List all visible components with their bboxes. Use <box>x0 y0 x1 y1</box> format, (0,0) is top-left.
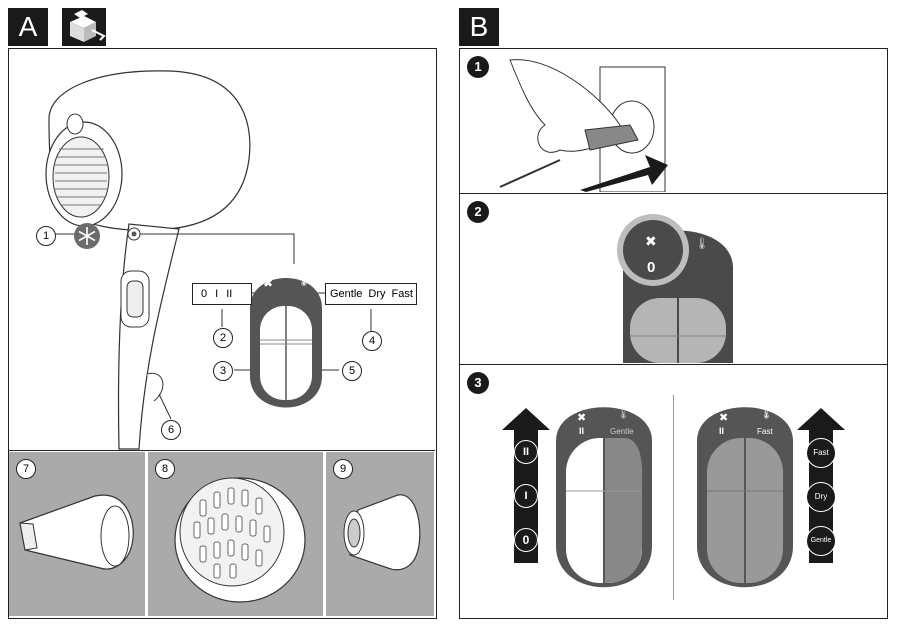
speed-switch-labels: 0 I II <box>192 283 252 305</box>
fan-icon: ✖ <box>577 412 587 424</box>
callout-9: 9 <box>333 459 353 479</box>
panel-a-label: A <box>8 8 48 46</box>
switch-off-illustration <box>617 214 733 363</box>
speed-button-0: 0 <box>514 528 538 552</box>
speed-button-1: I <box>514 484 538 508</box>
speed-switch-illustration <box>556 407 652 588</box>
diffuser-illustration <box>174 477 306 603</box>
heat-button-dry: Dry <box>806 482 836 512</box>
callout-8: 8 <box>155 459 175 479</box>
step-divider-1 <box>459 193 888 194</box>
speed-indicator: II <box>579 426 585 436</box>
heat-indicator-gentle: Gentle <box>610 427 634 436</box>
fan-icon: ✖ <box>719 412 729 424</box>
step-2-number: 2 <box>467 201 489 223</box>
callout-6: 6 <box>161 420 181 440</box>
switch-off-symbol: 0 <box>647 259 656 276</box>
step-divider-2 <box>459 364 888 365</box>
nozzle-illustration <box>343 494 421 571</box>
speed-position-2: II <box>226 288 233 300</box>
heat-position-gentle: Gentle <box>330 288 363 300</box>
concentrator-illustration <box>19 494 134 570</box>
thermometer-icon: 🌡 <box>760 409 773 420</box>
switch-diagram <box>250 278 322 408</box>
heat-button-fast: Fast <box>806 438 836 468</box>
heat-switch-illustration <box>697 407 793 588</box>
panel-b-label: B <box>459 8 499 46</box>
step-1-number: 1 <box>467 56 489 78</box>
callout-7: 7 <box>16 459 36 479</box>
heat-button-gentle: Gentle <box>806 526 836 556</box>
fan-icon: ✖ <box>263 276 274 290</box>
speed-position-1: I <box>215 288 219 300</box>
callout-3: 3 <box>213 361 233 381</box>
heat-indicator-fast: Fast <box>757 427 773 436</box>
heat-switch-labels: Gentle Dry Fast <box>325 283 417 305</box>
thermometer-icon: 🌡 <box>297 275 311 287</box>
heat-position-dry: Dry <box>368 288 386 300</box>
callout-4: 4 <box>362 331 382 351</box>
step-3-number: 3 <box>467 372 489 394</box>
callout-1: 1 <box>36 226 56 246</box>
speed-indicator: II <box>719 426 725 436</box>
thermometer-icon: 🌡 <box>617 409 630 420</box>
speed-position-0: 0 <box>201 288 208 300</box>
speed-button-2: II <box>514 440 538 464</box>
cool-shot-snowflake-icon <box>73 222 101 250</box>
heat-position-fast: Fast <box>391 288 413 300</box>
callout-5: 5 <box>342 361 362 381</box>
step3-divider <box>673 395 674 600</box>
plug-into-socket-illustration <box>499 59 668 192</box>
unbox-icon <box>62 8 106 46</box>
fan-icon: ✖ <box>645 233 657 249</box>
callout-2: 2 <box>213 328 233 348</box>
thermometer-icon: 🌡 <box>695 238 709 250</box>
hair-dryer-illustration <box>45 70 372 450</box>
